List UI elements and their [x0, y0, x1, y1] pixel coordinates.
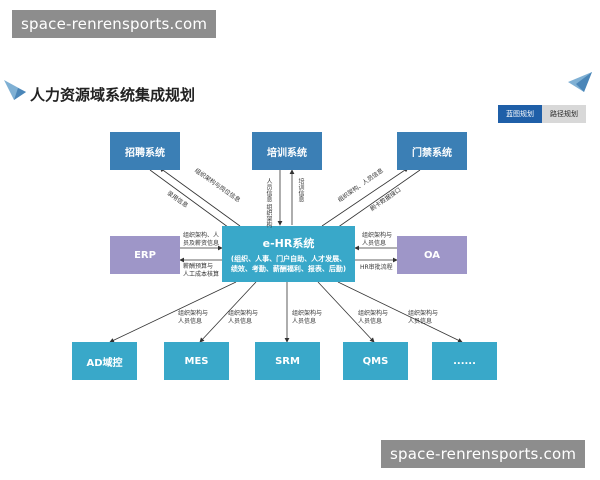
- node-srm: SRM: [255, 342, 320, 380]
- tab-roadmap[interactable]: 路径规划: [542, 105, 586, 123]
- paper-plane-icon-right: [568, 72, 592, 92]
- node-ad-domain: AD域控: [72, 342, 137, 380]
- node-ehr-center: e-HR系统 (组织、人事、门户自助、人才发展、绩效、考勤、薪酬福利、报表、后勤…: [222, 226, 355, 282]
- node-recruitment: 招聘系统: [110, 132, 180, 170]
- node-oa: OA: [397, 236, 467, 274]
- label-oa-in: HR审批流程: [360, 264, 393, 271]
- page-title: 人力资源域系统集成规划: [30, 86, 196, 104]
- label-erp-in: 薪酬预算与 人工成本核算: [183, 263, 220, 278]
- label-bottom-ad: 组织架构与 人员信息: [178, 310, 209, 325]
- label-bottom-srm: 组织架构与 人员信息: [292, 310, 323, 325]
- label-oa-out: 组织架构与 人员信息: [362, 232, 393, 247]
- node-erp: ERP: [110, 236, 180, 274]
- paper-plane-icon-left: [4, 80, 26, 100]
- node-access-control: 门禁系统: [397, 132, 467, 170]
- watermark-top: space-renrensports.com: [12, 10, 217, 38]
- label-bottom-more: 组织架构与 人员信息: [408, 310, 439, 325]
- node-training: 培训系统: [252, 132, 322, 170]
- tab-blueprint[interactable]: 蓝图规划: [498, 105, 542, 123]
- label-bottom-qms: 组织架构与 人员信息: [358, 310, 389, 325]
- label-bottom-mes: 组织架构与 人员信息: [228, 310, 259, 325]
- watermark-bottom: space-renrensports.com: [381, 440, 586, 468]
- center-title: e-HR系统: [262, 236, 315, 250]
- node-qms: QMS: [343, 342, 408, 380]
- tab-bar: 蓝图规划 路径规划: [498, 105, 586, 123]
- label-train-out: 培训信息: [297, 178, 304, 202]
- node-mes: MES: [164, 342, 229, 380]
- label-erp-out: 组织架构、人 员及薪资信息: [183, 232, 220, 247]
- label-train-in: 人员信息 组织架构: [265, 178, 272, 228]
- node-more: ......: [432, 342, 497, 380]
- center-description: (组织、人事、门户自助、人才发展、绩效、考勤、薪酬福利、报表、后勤): [230, 254, 347, 273]
